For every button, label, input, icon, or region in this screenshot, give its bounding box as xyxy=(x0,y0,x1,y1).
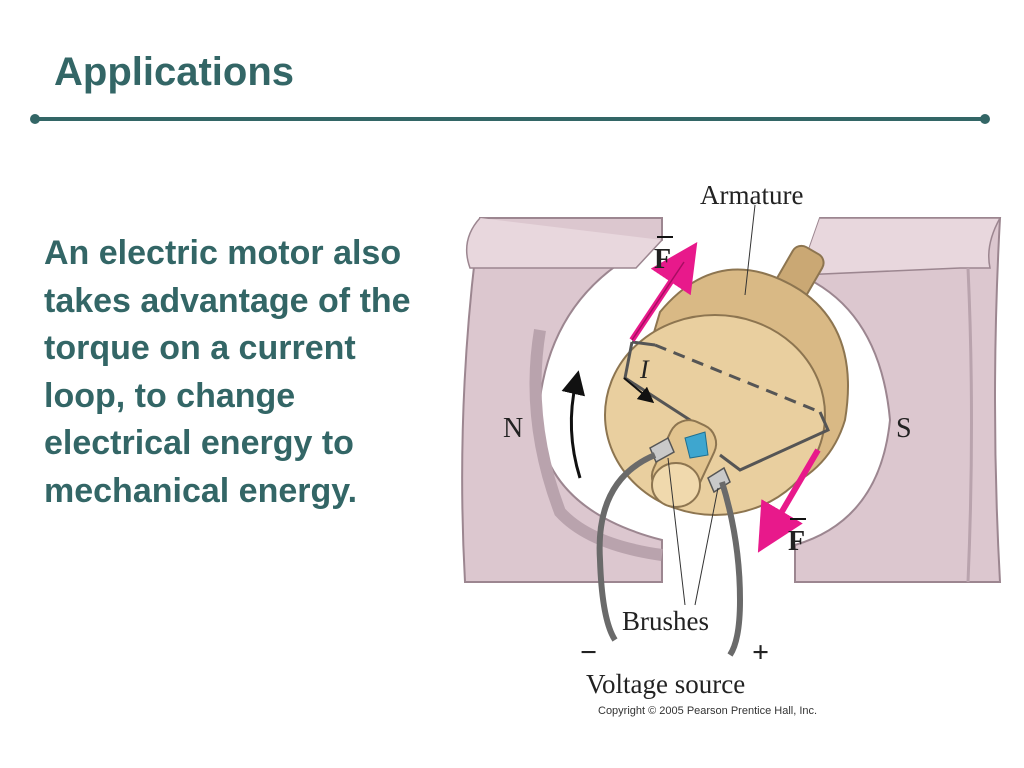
south-magnet xyxy=(794,217,1002,583)
current-arrow-icon xyxy=(623,377,655,404)
armature-label: Armature xyxy=(700,180,803,210)
copyright-notice: Copyright © 2005 Pearson Prentice Hall, … xyxy=(598,705,817,717)
north-pole-label: N xyxy=(503,413,523,444)
minus-terminal-label: − xyxy=(580,636,597,669)
motor-diagram: Armature F F I N S Brushes − + Voltage s… xyxy=(461,180,1002,717)
current-label: I xyxy=(639,355,650,384)
north-magnet xyxy=(461,217,663,583)
voltage-source-label: Voltage source xyxy=(586,669,745,699)
plus-terminal-label: + xyxy=(752,636,769,669)
slide-title: Applications xyxy=(54,50,295,94)
rotation-arrow-icon xyxy=(561,370,586,479)
brushes-label: Brushes xyxy=(622,606,709,636)
force-label-top: F xyxy=(654,244,671,275)
leader-lines xyxy=(667,204,756,606)
supply-wires xyxy=(596,452,744,657)
force-label-bottom: F xyxy=(788,526,805,557)
title-divider xyxy=(30,114,990,124)
south-pole-label: S xyxy=(896,413,912,444)
slide-body-text: An electric motor also takes advantage o… xyxy=(44,234,411,510)
force-arrow-icon xyxy=(757,448,821,553)
